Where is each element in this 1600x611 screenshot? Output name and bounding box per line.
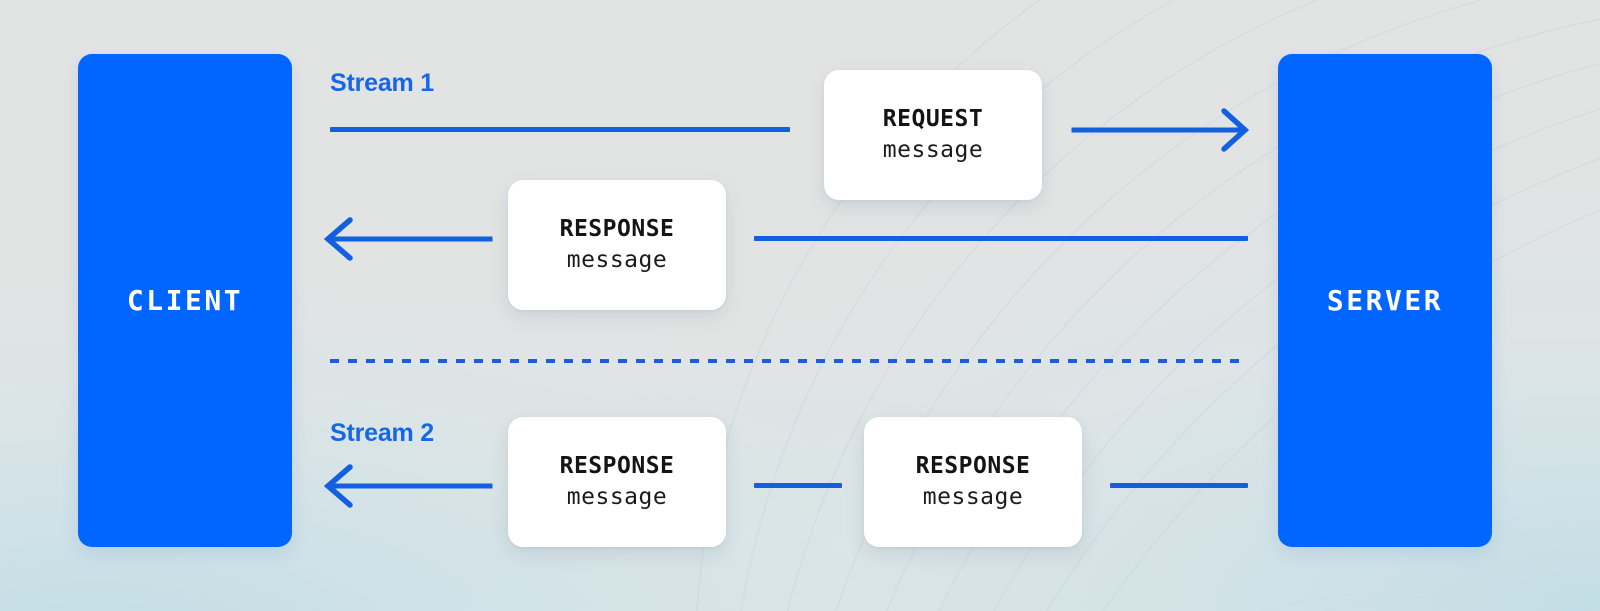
stream-divider [330, 359, 1248, 363]
message-card-response[interactable]: RESPONSE message [864, 417, 1082, 547]
message-card-title: REQUEST [882, 105, 984, 132]
message-card-title: RESPONSE [559, 215, 675, 242]
s2-middle-line [754, 483, 842, 488]
client-node-label: CLIENT [126, 284, 244, 317]
arrow-left-icon [323, 217, 493, 261]
message-card-response[interactable]: RESPONSE message [508, 417, 726, 547]
s2-right-line [1110, 483, 1248, 488]
message-card-subtitle: message [566, 247, 668, 273]
client-node[interactable]: CLIENT [78, 54, 292, 547]
server-node[interactable]: SERVER [1278, 54, 1492, 547]
message-card-title: RESPONSE [559, 452, 675, 479]
message-card-request[interactable]: REQUEST message [824, 70, 1042, 200]
stream-2-label: Stream 2 [330, 419, 435, 447]
message-card-subtitle: message [566, 484, 668, 510]
arrow-right-icon [1071, 108, 1250, 152]
message-card-response[interactable]: RESPONSE message [508, 180, 726, 310]
message-card-subtitle: message [922, 484, 1024, 510]
s1-response-right-line [754, 236, 1248, 241]
s1-request-left-line [330, 127, 790, 132]
message-card-title: RESPONSE [915, 452, 1031, 479]
server-node-label: SERVER [1326, 284, 1444, 317]
stream-1-label: Stream 1 [330, 69, 435, 97]
arrow-left-icon [323, 464, 493, 508]
message-card-subtitle: message [882, 137, 984, 163]
